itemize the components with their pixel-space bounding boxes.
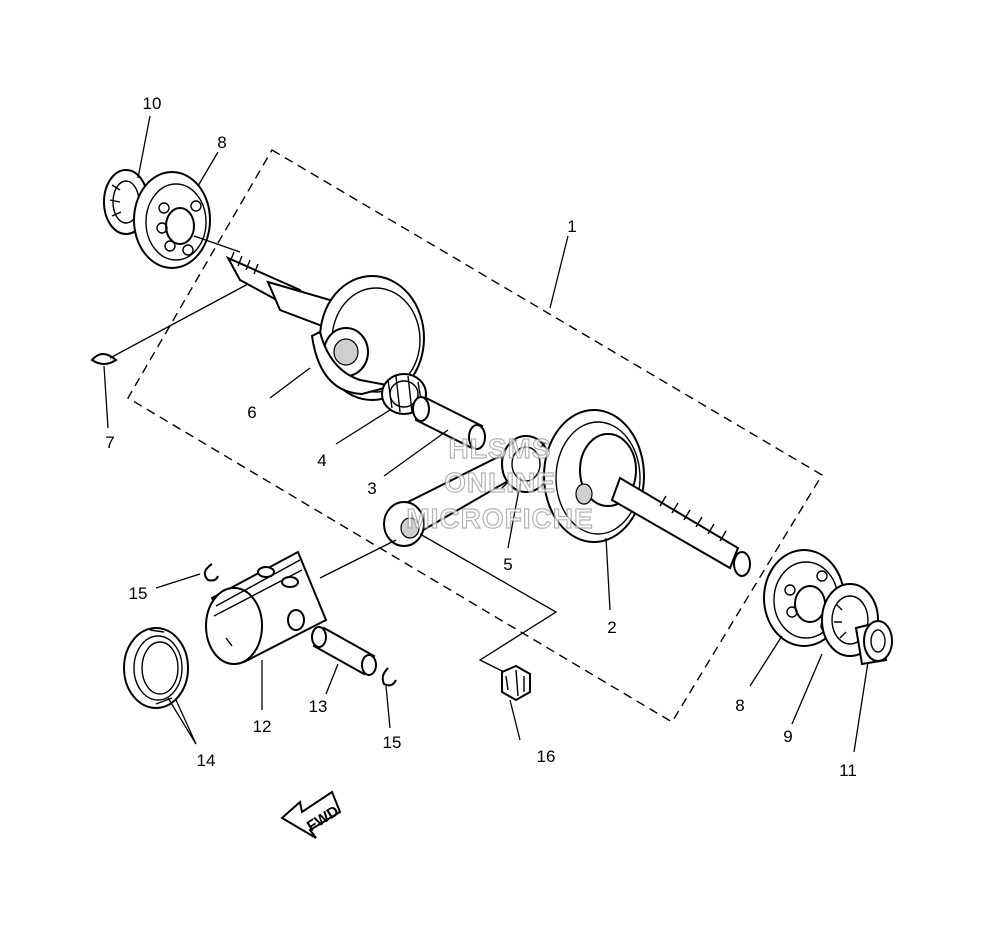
circlip-upper[interactable] — [203, 563, 219, 582]
crank-pin[interactable] — [412, 396, 486, 450]
callout-10: 10 — [143, 94, 162, 113]
rod-to-nut-line — [419, 533, 558, 673]
watermark-line-2: ONLINE — [444, 467, 556, 498]
callout-2: 2 — [607, 618, 616, 637]
watermark-line-3: MICROFICHE — [406, 503, 593, 534]
piston[interactable] — [205, 550, 328, 665]
watermark-line-1: HLSMS — [449, 433, 552, 464]
callout-12: 12 — [253, 717, 272, 736]
callout-7: 7 — [105, 433, 114, 452]
callout-4: 4 — [317, 451, 326, 470]
callout-9: 9 — [783, 727, 792, 746]
woodruff-key[interactable] — [90, 353, 118, 365]
leader-lines — [103, 115, 869, 753]
callout-11: 11 — [839, 761, 857, 780]
collar[interactable] — [854, 620, 893, 666]
callout-3: 3 — [367, 479, 376, 498]
callout-15-upper: 15 — [129, 584, 148, 603]
callout-1: 1 — [567, 217, 576, 236]
crank-half-right[interactable] — [543, 409, 751, 577]
callout-8-left: 8 — [217, 133, 226, 152]
crankshaft-assembly-boundary — [127, 149, 823, 723]
piston-pin[interactable] — [311, 626, 377, 676]
circlip-lower[interactable] — [381, 667, 397, 687]
bearing-left[interactable] — [133, 171, 211, 269]
callout-13: 13 — [309, 697, 328, 716]
watermark: HLSMS ONLINE MICROFICHE — [406, 432, 594, 534]
piston-rings[interactable] — [123, 627, 189, 709]
callout-15-lower: 15 — [383, 733, 402, 752]
nut[interactable] — [501, 664, 531, 702]
crank-half-left[interactable] — [225, 251, 425, 401]
callout-5: 5 — [503, 555, 512, 574]
callout-6: 6 — [247, 403, 256, 422]
callout-14: 14 — [197, 751, 216, 770]
callout-16: 16 — [537, 747, 556, 766]
fwd-arrow: FWD — [280, 790, 342, 839]
callout-8-right: 8 — [735, 696, 744, 715]
rod-to-piston-line — [319, 539, 397, 579]
connecting-rod[interactable] — [383, 435, 553, 547]
